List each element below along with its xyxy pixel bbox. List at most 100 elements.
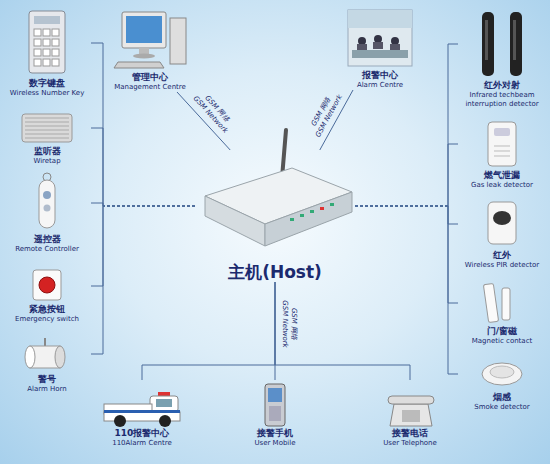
drawing-part [482,12,494,76]
item-label: 紧急按钮 [3,304,91,315]
item-sublabel: Wiretap [3,157,91,166]
connector-line [91,206,103,354]
item-label: 管理中心 [105,72,195,83]
mobile-icon [265,384,285,426]
connector-line [448,144,458,206]
drawing-part [358,37,366,45]
item-sublabel: Wireless Number Key [3,89,91,98]
connector-line [103,206,195,207]
connector-line [91,43,103,206]
item-sublabel: Gas leak detector [458,181,546,190]
connector-line [91,206,103,286]
drawing-part [55,346,65,368]
drawing-part [34,16,60,24]
drawing-part [22,114,72,142]
drawing-part [513,20,516,60]
drawing-part [33,270,61,300]
device-item: 红外对射Infrared techbeam interruption detec… [458,8,546,109]
drawing-part [114,415,126,427]
connector-line [91,203,103,206]
connector [142,282,275,380]
connector-line [448,206,458,303]
drawing-part [269,406,281,421]
device-item: 110报警中心110Alarm Centre [92,380,192,448]
drawing-part [391,37,399,45]
drawing-part [352,50,408,58]
drawing-part [300,214,304,217]
connector [91,128,195,206]
horn-icon [25,338,65,368]
drawing-part [139,48,149,54]
drawing-part [43,59,50,66]
item-sublabel: Wireless PIR detector [458,261,546,270]
drawing-part [494,128,510,136]
connector-line [355,206,448,207]
drawing-part [170,18,186,64]
drawing-part [390,44,400,50]
drawing-part [25,346,35,368]
connector-line [275,282,410,380]
drawing-part [320,207,324,210]
drawing-part [52,49,59,56]
item-sublabel: Management Centre [105,83,195,92]
device-item: 门/窗磁Magnetic contact [458,280,546,346]
connector [355,144,458,206]
item-label: 烟感 [458,392,546,403]
drawing-part [34,49,41,56]
drawing-part [126,16,162,43]
connector-line [355,206,448,207]
drawing-part [43,39,50,46]
connector [275,282,410,380]
connector-line [103,206,195,207]
item-label: 门/窗磁 [458,326,546,337]
connector-line [448,44,458,206]
device-item: 燃气泄漏Gas leak detector [458,118,546,190]
item-label: 监听器 [3,146,91,157]
device-item: 主机(Host) [195,150,355,282]
network-label: GSM 网络 GSM Network [305,88,344,140]
drawing-part [374,35,382,43]
connector-line [103,206,195,207]
item-sublabel: Remote Controller [3,245,91,254]
connector-line [142,282,275,380]
item-sublabel: Infrared techbeam interruption detector [458,91,546,109]
device-item: 报警中心Alarm Centre [335,8,425,90]
connector [355,44,458,206]
emergency-button-icon [33,270,61,300]
device-item: 遥控器Remote Controller [3,172,91,254]
drawing-part [52,29,59,36]
connector [91,43,195,206]
remote-icon [39,173,55,228]
drawing-part [490,366,514,378]
connector [91,206,195,286]
item-label: 警号 [3,374,91,385]
item-sublabel: Alarm Centre [335,81,425,90]
drawing-part [52,59,59,66]
item-sublabel: User Mobile [230,439,320,448]
drawing-part [205,196,265,246]
device-item: 紧急按钮Emergency switch [3,268,91,324]
host-device [205,130,352,246]
device-item: 数字键盘Wireless Number Key [3,8,91,98]
alarm-centre-photo [348,10,412,66]
techbeam-icon [482,12,522,76]
drawing-part [488,202,516,244]
drawing-part [482,363,522,385]
drawing-part [348,10,412,66]
drawing-part [494,146,510,156]
drawing-part [52,39,59,46]
drawing-part [310,210,314,213]
item-label: 接警电话 [365,428,455,439]
item-label: 数字键盘 [3,78,91,89]
drawing-part [493,211,511,225]
drawing-part [373,42,383,49]
drawing-part [34,39,41,46]
item-label: 110报警中心 [92,428,192,439]
connector [355,206,458,374]
device-item: 管理中心Management Centre [105,8,195,92]
drawing-part [44,205,51,212]
drawing-part [265,192,352,246]
item-sublabel: Emergency switch [3,315,91,324]
drawing-part [39,180,55,228]
